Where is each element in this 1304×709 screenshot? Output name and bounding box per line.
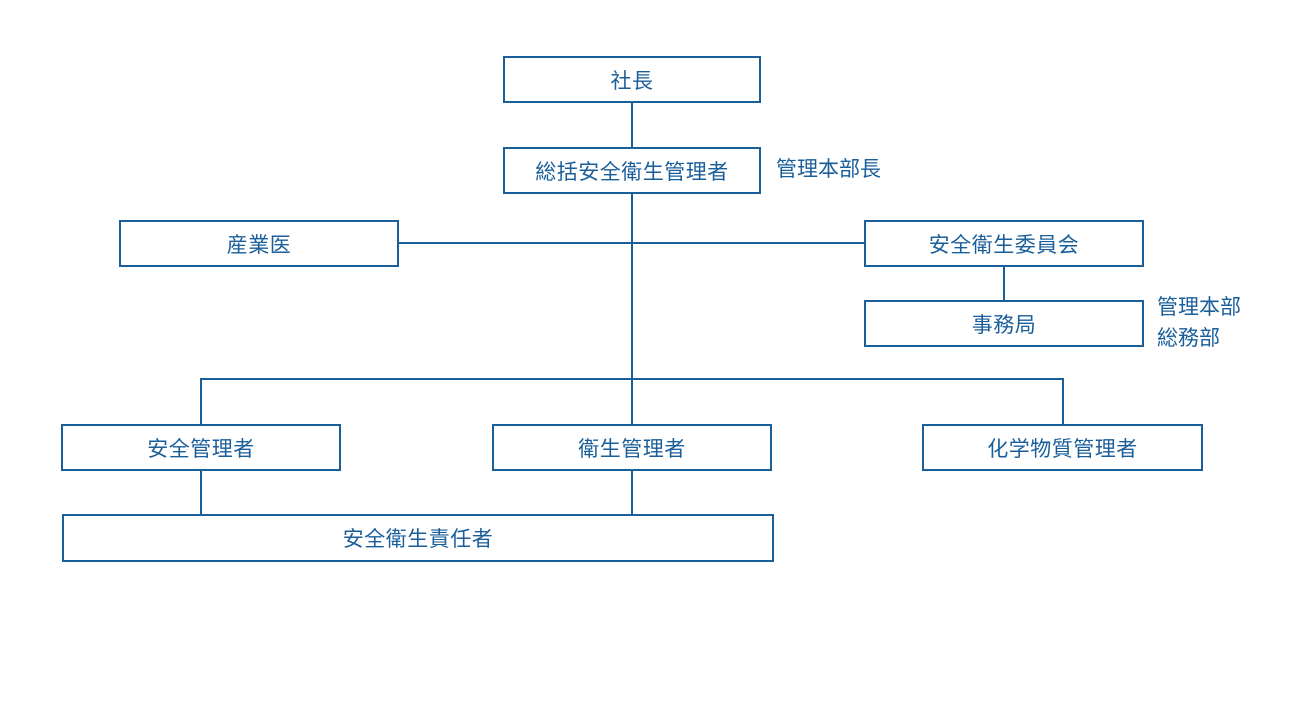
node-industrial-physician: 産業医 [119,220,399,267]
connector-president-to-general [631,101,633,148]
note-secretariat-line2: 総務部 [1157,326,1220,350]
node-safety-manager: 安全管理者 [61,424,341,471]
connector-safety-manager-to-officer [200,469,202,516]
note-general-manager-role: 管理本部長 [776,157,881,181]
node-secretariat: 事務局 [864,300,1144,347]
note-secretariat-line1: 管理本部 [1157,295,1241,319]
node-safety-health-committee: 安全衛生委員会 [864,220,1144,267]
note-secretariat-dept: 管理本部 総務部 [1157,292,1241,354]
connector-managers-bus [200,378,1064,380]
node-chemical-manager: 化学物質管理者 [922,424,1203,471]
connector-physician-committee [397,242,866,244]
node-president: 社長 [503,56,761,103]
connector-committee-to-secretariat [1003,265,1005,301]
connector-general-trunk [631,192,633,426]
node-safety-health-officer: 安全衛生責任者 [62,514,774,562]
node-health-manager: 衛生管理者 [492,424,772,471]
node-general-safety-manager: 総括安全衛生管理者 [503,147,761,194]
connector-bus-to-safety-manager [200,378,202,426]
connector-bus-to-chemical-manager [1062,378,1064,426]
connector-health-manager-to-officer [631,469,633,516]
